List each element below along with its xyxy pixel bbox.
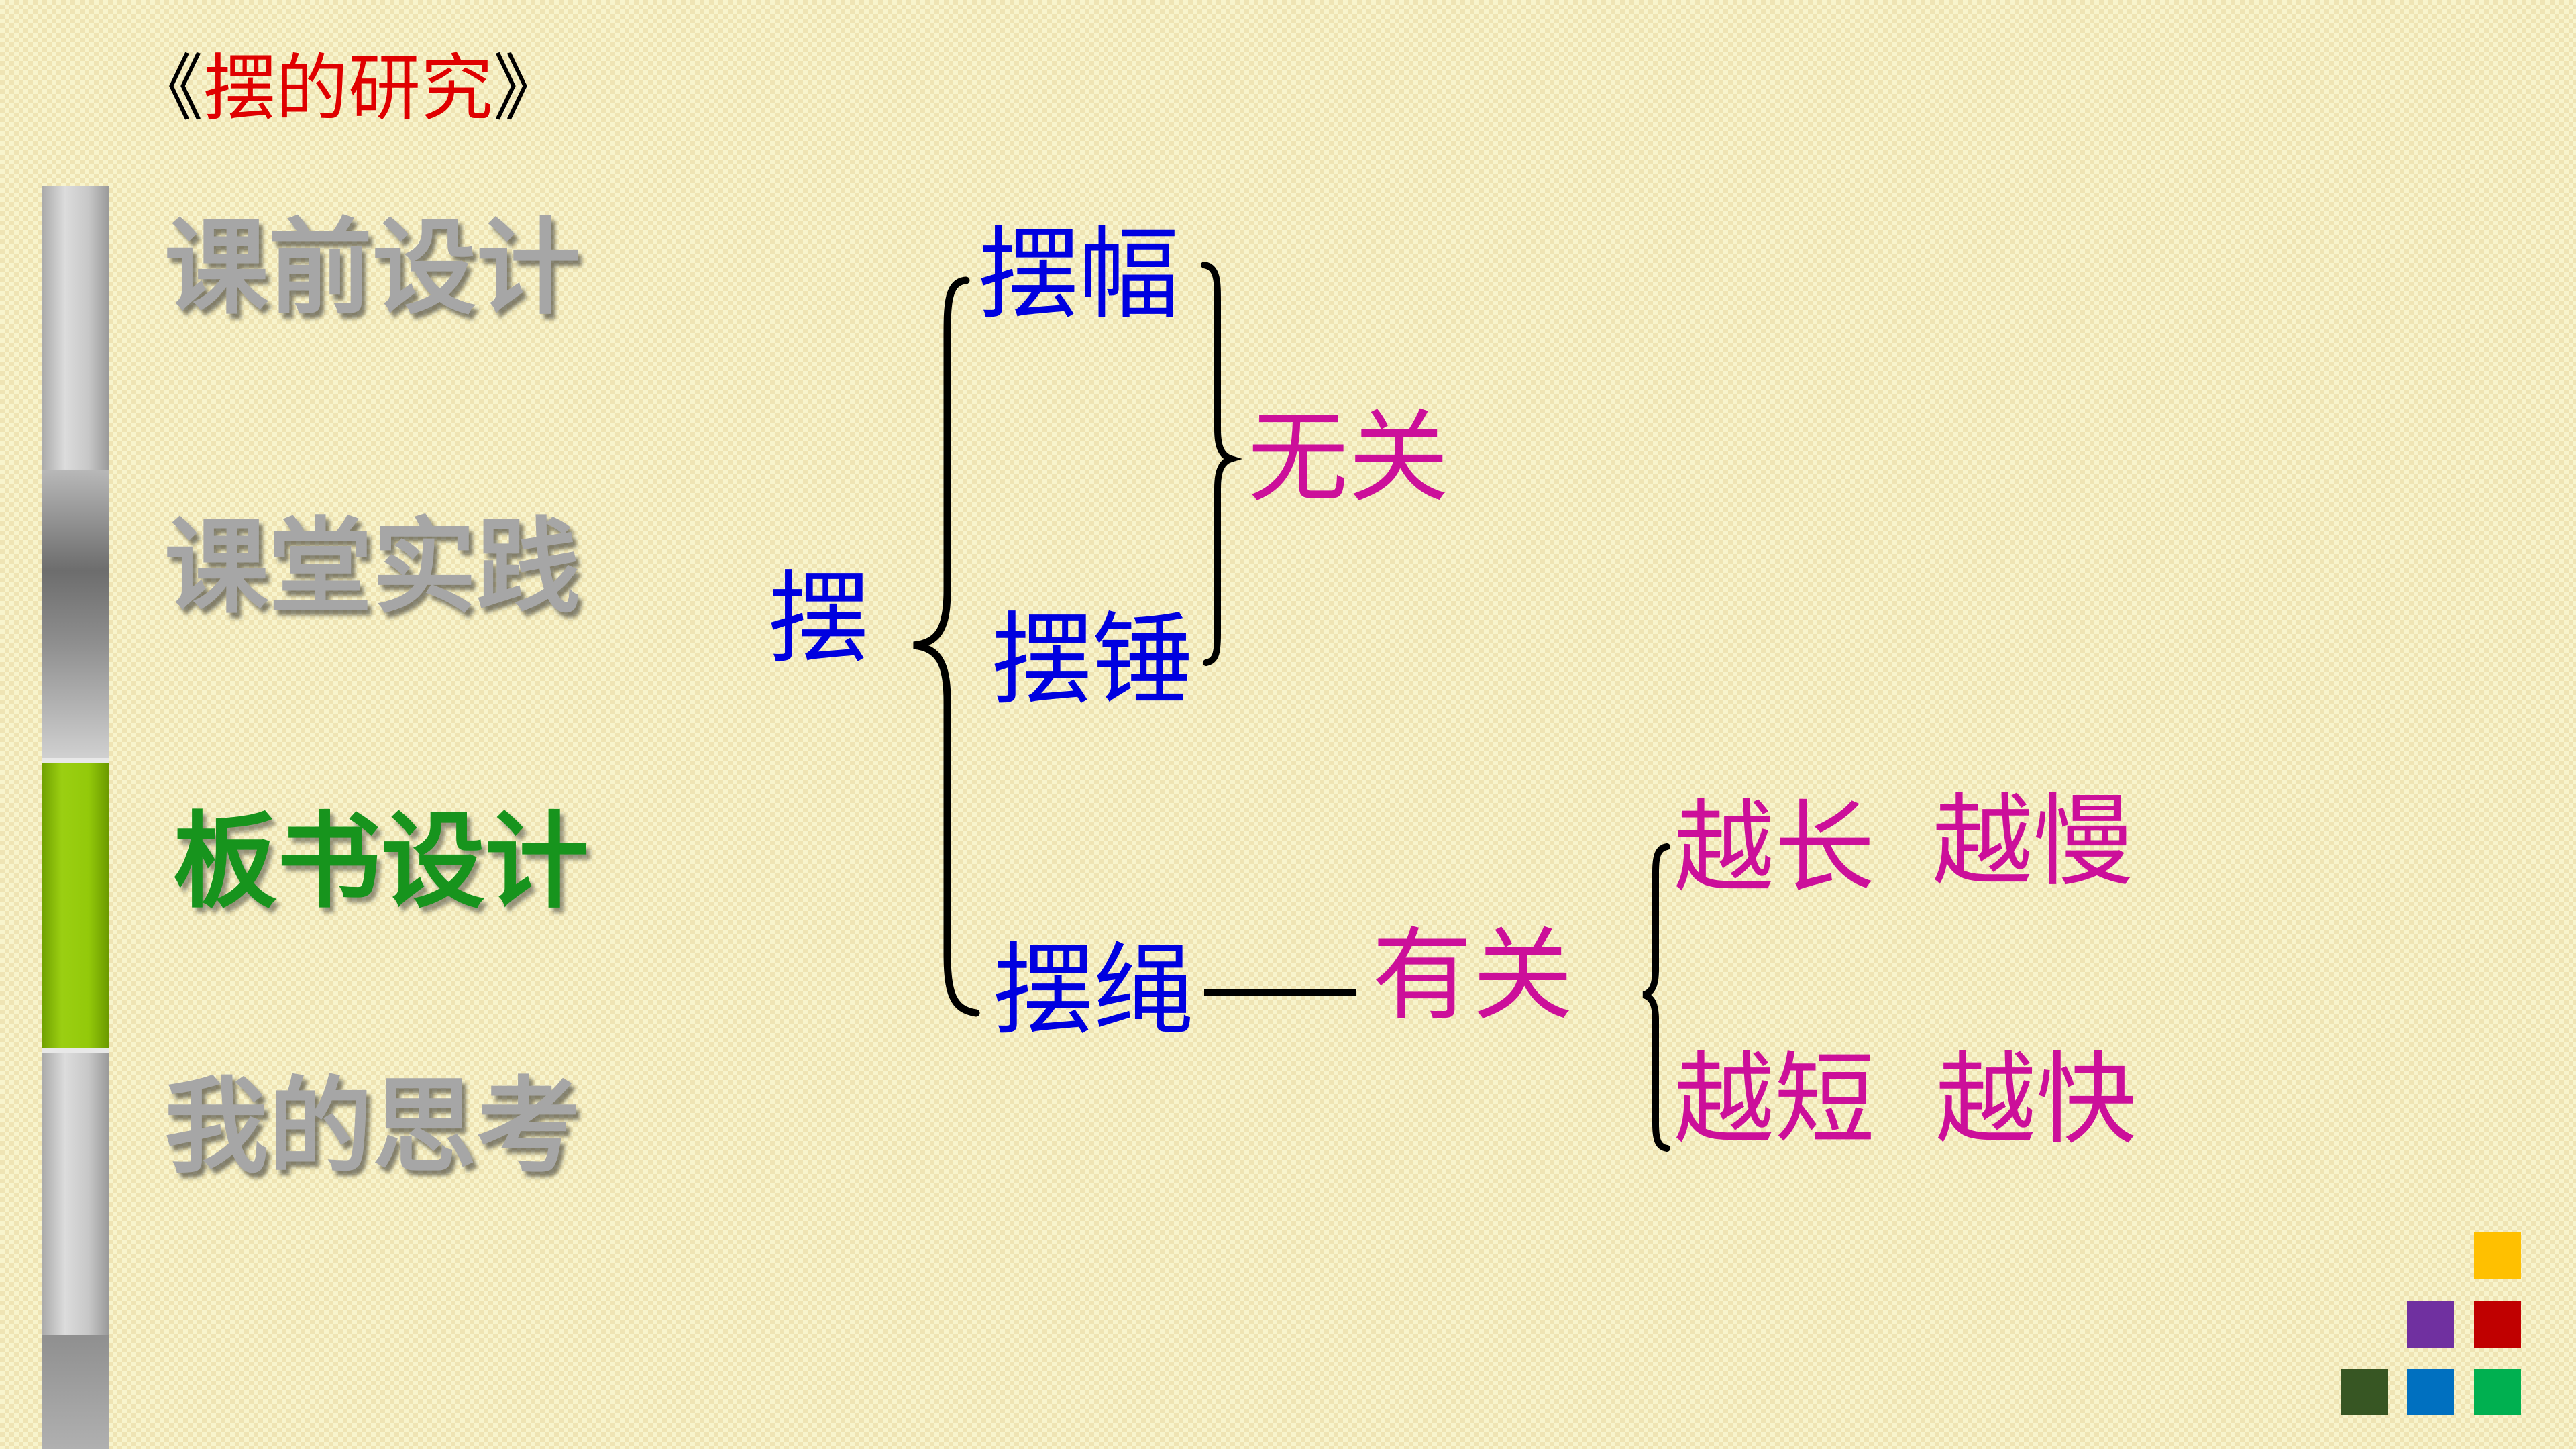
title-close-bracket: 》 xyxy=(493,47,566,131)
diagram-node-rope: 摆绳 xyxy=(993,932,1195,1049)
decor-square-red xyxy=(2474,1301,2521,1348)
diagram-relation-related: 有关 xyxy=(1372,918,1574,1034)
side-bar-segment-reflection xyxy=(42,1053,109,1335)
decor-square-yellow xyxy=(2474,1232,2521,1279)
diagram-result-shorter: 越短 xyxy=(1674,1042,1876,1159)
side-bar-segment-board-design xyxy=(42,758,109,1053)
unrelated-brace xyxy=(1201,262,1242,666)
result-brace xyxy=(1642,843,1670,1152)
nav-item-my-reflection[interactable]: 我的思考 xyxy=(164,1066,580,1187)
nav-item-board-design[interactable]: 板书设计 xyxy=(173,801,589,922)
side-progress-bar xyxy=(42,186,109,1449)
decor-square-green xyxy=(2474,1368,2521,1415)
title-open-bracket: 《 xyxy=(131,47,204,131)
main-brace xyxy=(913,276,980,1017)
side-bar-segment-class-practice xyxy=(42,470,109,758)
decor-square-blue xyxy=(2407,1368,2454,1415)
diagram-node-amplitude: 摆幅 xyxy=(978,217,1180,333)
diagram-root-pendulum: 摆 xyxy=(768,561,869,678)
side-bar-segment-end xyxy=(42,1335,109,1449)
side-bar-segment-pre-class xyxy=(42,186,109,470)
diagram-node-bob: 摆锤 xyxy=(991,602,1193,719)
diagram-relation-unrelated: 无关 xyxy=(1248,400,1450,517)
nav-item-pre-class-design[interactable]: 课前设计 xyxy=(164,207,580,329)
nav-item-class-practice[interactable]: 课堂实践 xyxy=(164,506,580,628)
diagram-result-faster: 越快 xyxy=(1935,1042,2137,1159)
page-title: 《摆的研究》 xyxy=(131,46,566,133)
decor-square-dark-green xyxy=(2341,1368,2388,1415)
diagram-result-longer: 越长 xyxy=(1674,790,1876,907)
diagram-result-slower: 越慢 xyxy=(1932,784,2134,900)
decor-square-purple xyxy=(2407,1301,2454,1348)
title-text: 摆的研究 xyxy=(203,47,494,131)
